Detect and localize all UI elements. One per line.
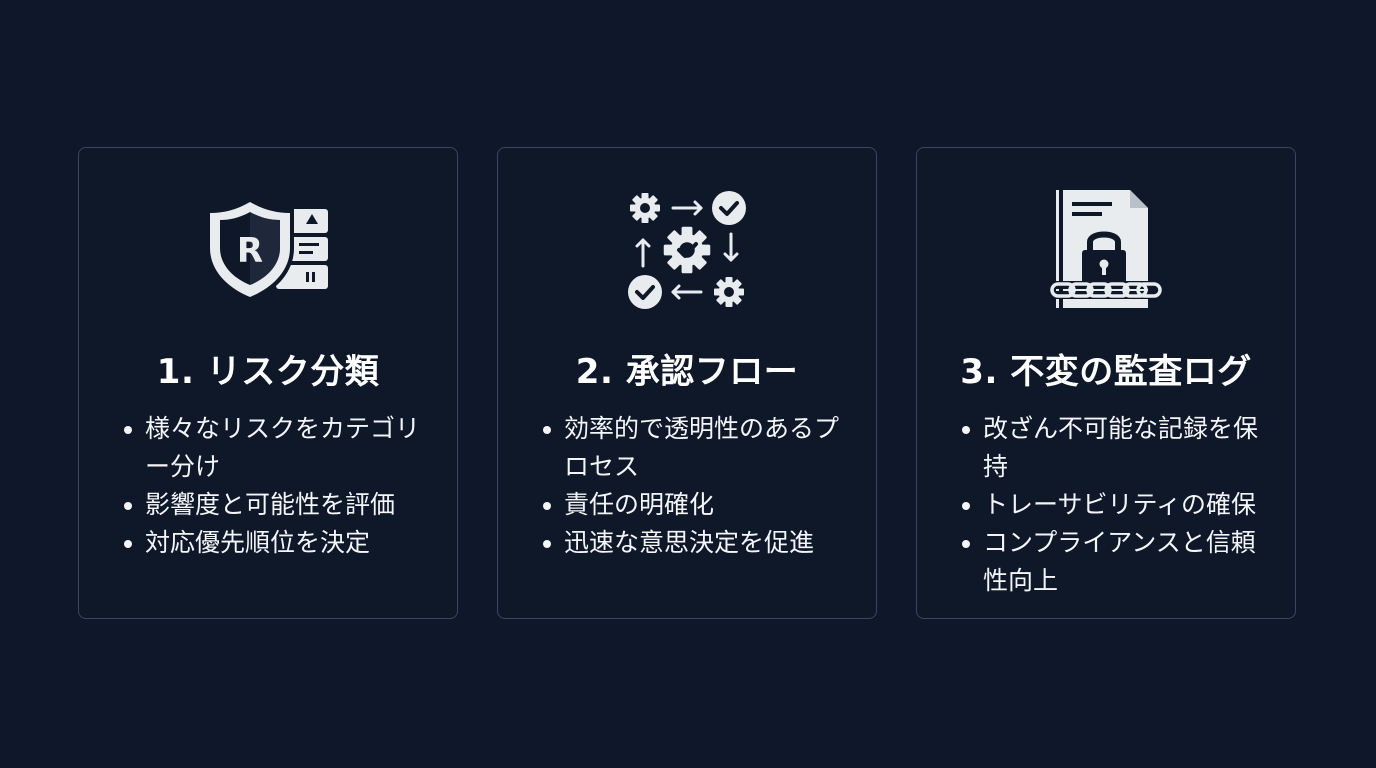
card-audit-log: 3. 不変の監査ログ 改ざん不可能な記録を保持 トレーサビリティの確保 コンプラ… (916, 147, 1296, 619)
bullet-list: 改ざん不可能な記録を保持 トレーサビリティの確保 コンプライアンスと信頼性向上 (959, 410, 1277, 600)
shield-risk-icon: R (79, 188, 457, 312)
list-item: 効率的で透明性のあるプロセス (540, 410, 858, 486)
list-item: 責任の明確化 (540, 486, 858, 524)
svg-text:R: R (237, 231, 263, 271)
bullet-list: 様々なリスクをカテゴリー分け 影響度と可能性を評価 対応優先順位を決定 (121, 410, 439, 562)
card-title: 1. リスク分類 (156, 352, 380, 392)
locked-document-icon (917, 188, 1295, 312)
list-item: 改ざん不可能な記録を保持 (959, 410, 1277, 486)
list-item: 様々なリスクをカテゴリー分け (121, 410, 439, 486)
list-item: コンプライアンスと信頼性向上 (959, 524, 1277, 600)
card-title: 2. 承認フロー (575, 352, 799, 392)
list-item: 対応優先順位を決定 (121, 524, 439, 562)
approval-workflow-icon (498, 188, 876, 312)
list-item: 影響度と可能性を評価 (121, 486, 439, 524)
bullet-list: 効率的で透明性のあるプロセス 責任の明確化 迅速な意思決定を促進 (540, 410, 858, 562)
list-item: 迅速な意思決定を促進 (540, 524, 858, 562)
card-approval-flow: 2. 承認フロー 効率的で透明性のあるプロセス 責任の明確化 迅速な意思決定を促… (497, 147, 877, 619)
card-title: 3. 不変の監査ログ (960, 352, 1252, 392)
feature-cards: R 1. リスク分類 様々なリスクをカテゴリー分け 影響度と可能性を評価 対応優… (78, 147, 1298, 621)
card-risk-classification: R 1. リスク分類 様々なリスクをカテゴリー分け 影響度と可能性を評価 対応優… (78, 147, 458, 619)
list-item: トレーサビリティの確保 (959, 486, 1277, 524)
